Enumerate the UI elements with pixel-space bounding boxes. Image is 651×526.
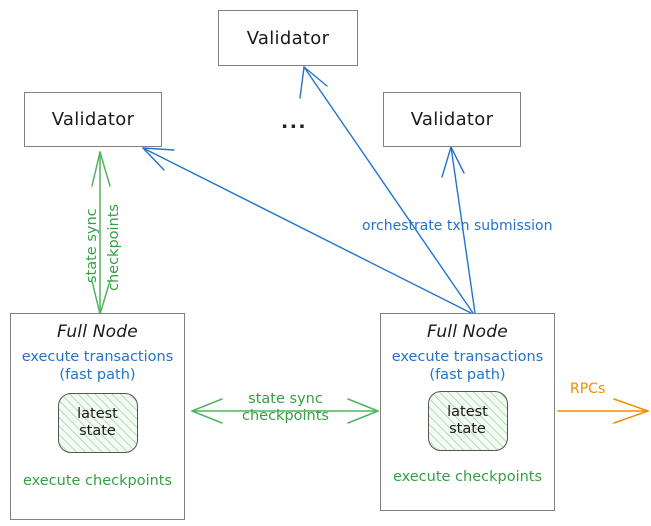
fullnode-left-execute-transactions-line1: execute transactions [21,349,174,365]
fullnode-right-fast-path-line2: (fast path) [429,366,506,383]
fullnode-left-latest-state-line1: latest [77,406,118,423]
fullnode-right-latest-state-chip[interactable]: latest state [427,391,508,452]
edge-orchestrate-to-left-validator [142,147,472,314]
validator-right-label: Validator [410,109,494,130]
edge-rpcs [557,398,649,424]
fullnode-right-execute-transactions: execute transactions (fast path) [392,349,544,384]
edge-state-sync-horizontal [191,398,379,424]
fullnode-right-latest-state-line2: state [449,421,486,438]
validator-right-box[interactable]: Validator [383,92,521,147]
fullnode-left-latest-state-line2: state [79,423,116,440]
fullnode-right-execute-checkpoints: execute checkpoints [392,469,543,486]
fullnode-left-execute-checkpoints: execute checkpoints [22,473,173,490]
validator-left-label: Validator [51,109,135,130]
fullnode-left-latest-state-chip[interactable]: latest state [57,393,138,454]
fullnode-right-box[interactable]: Full Node execute transactions (fast pat… [380,313,555,511]
state-sync-horizontal-label-line1: state sync [248,391,323,407]
fullnode-left-box[interactable]: Full Node execute transactions (fast pat… [10,313,185,520]
validator-top-box[interactable]: Validator [218,10,358,66]
edge-state-sync-vertical [91,151,111,315]
fullnode-right-execute-transactions-line1: execute transactions [391,349,544,365]
fullnode-right-latest-state-line1: latest [447,404,488,421]
validators-ellipsis: ... [281,111,308,133]
state-sync-horizontal-label: state sync checkpoints [223,391,348,426]
state-sync-vertical-label-line2: checkpoints [106,204,122,291]
validator-left-box[interactable]: Validator [24,92,162,147]
edge-orchestrate-to-top-validator [299,66,474,314]
validator-top-label: Validator [246,27,330,49]
fullnode-right-title: Full Node [427,322,508,342]
orchestrate-txn-submission-label: orchestrate txn submission [362,218,553,234]
fullnode-left-fast-path-line2: (fast path) [59,366,136,383]
rpcs-label: RPCs [570,381,606,397]
fullnode-left-execute-transactions: execute transactions (fast path) [22,349,174,384]
fullnode-left-title: Full Node [57,322,138,342]
state-sync-vertical-label-line1: state sync [84,208,100,283]
edge-orchestrate-to-right-validator [441,146,476,314]
state-sync-horizontal-label-line2: checkpoints [242,408,329,425]
